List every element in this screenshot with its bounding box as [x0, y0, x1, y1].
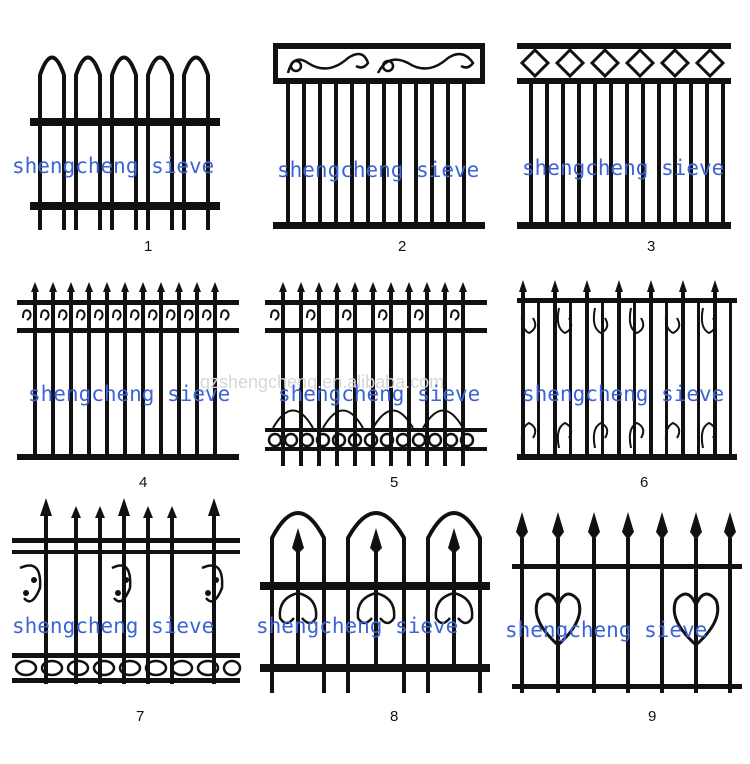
watermark-text: shengcheng sieve: [278, 382, 481, 406]
fence-3: [515, 38, 735, 233]
fence-6-drawing: [517, 280, 737, 460]
fence-number-9: 9: [648, 708, 657, 725]
watermark-text: shengcheng sieve: [12, 614, 215, 638]
watermark-text: shengcheng sieve: [522, 156, 725, 180]
watermark-text: shengcheng sieve: [12, 154, 215, 178]
fence-5: [263, 278, 488, 468]
watermark-text: shengcheng sieve: [256, 614, 459, 638]
watermark-text: shengcheng sieve: [505, 618, 708, 642]
fence-number-4: 4: [139, 474, 148, 491]
fence-2: [268, 38, 488, 233]
fence-7-drawing: [12, 498, 242, 684]
watermark-text: shengcheng sieve: [28, 382, 231, 406]
fence-2-drawing: [273, 43, 485, 229]
fence-9-drawing: [512, 512, 742, 693]
fence-4-drawing: [17, 282, 239, 460]
fence-3-drawing: [517, 43, 731, 229]
fence-number-3: 3: [647, 238, 656, 255]
site-watermark: gzshengcheng.en.alibaba.com: [200, 372, 445, 392]
fence-number-6: 6: [640, 474, 649, 491]
fence-8-drawing: [260, 511, 490, 693]
fence-number-1: 1: [144, 238, 153, 255]
fence-1: [20, 30, 240, 235]
fence-number-8: 8: [390, 708, 399, 725]
fence-9: [510, 510, 745, 700]
watermark-text: shengcheng sieve: [277, 158, 480, 182]
fence-number-7: 7: [136, 708, 145, 725]
fence-8: [258, 498, 493, 698]
fence-4: [15, 278, 240, 468]
fence-6: [515, 278, 740, 468]
fence-number-2: 2: [398, 238, 407, 255]
fence-7: [12, 498, 242, 698]
fence-5-drawing: [265, 282, 487, 466]
fence-1-drawing: [30, 55, 220, 230]
fence-number-5: 5: [390, 474, 399, 491]
watermark-text: shengcheng sieve: [522, 382, 725, 406]
